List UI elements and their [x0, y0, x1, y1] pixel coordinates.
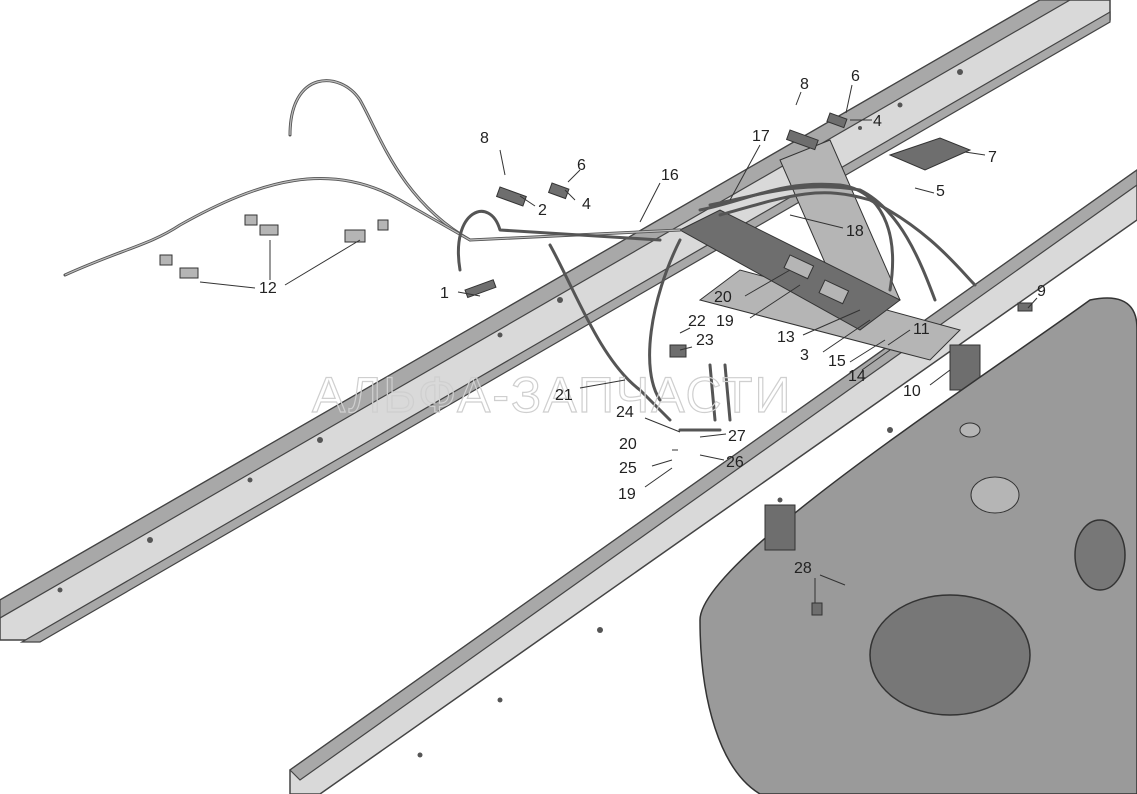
callout-19-lower: 19 [618, 486, 636, 503]
callout-8-right: 8 [800, 76, 809, 93]
callout-14: 14 [848, 368, 866, 385]
callout-15: 15 [828, 353, 846, 370]
callout-4-right: 4 [873, 113, 882, 130]
callout-17: 17 [752, 128, 770, 145]
callout-7: 7 [988, 149, 997, 166]
callout-18: 18 [846, 223, 864, 240]
callout-labels: 1 2 3 4 4 5 6 6 7 8 8 9 10 11 12 13 14 1… [259, 68, 1046, 577]
left-rail-holes [57, 69, 963, 593]
callout-8-left: 8 [480, 130, 489, 147]
callout-21: 21 [555, 387, 573, 404]
right-rail-holes [417, 427, 893, 758]
callout-22: 22 [688, 313, 706, 330]
callout-11: 11 [913, 321, 930, 338]
callout-12: 12 [259, 280, 277, 297]
callout-20-lower: 20 [619, 436, 637, 453]
callout-4-left: 4 [582, 196, 591, 213]
callout-23: 23 [696, 332, 714, 349]
callout-6-right: 6 [851, 68, 860, 85]
fuel-tank [699, 297, 1137, 794]
callout-6-left: 6 [577, 157, 586, 174]
callout-25: 25 [619, 460, 637, 477]
callout-27: 27 [728, 428, 746, 445]
brake-pipes [63, 79, 977, 432]
callout-19-upper: 19 [716, 313, 734, 330]
callout-3: 3 [800, 347, 809, 364]
callout-16: 16 [661, 167, 679, 184]
callout-9: 9 [1037, 283, 1046, 300]
callout-26: 26 [726, 454, 744, 471]
callout-28: 28 [794, 560, 812, 577]
watermark-text: АЛЬФА-ЗАПЧАСТИ [312, 367, 792, 423]
callout-24: 24 [616, 404, 634, 421]
callout-2: 2 [538, 202, 547, 219]
clips-and-hardware [159, 112, 1033, 391]
leader-lines [199, 84, 1038, 603]
callout-5: 5 [936, 183, 945, 200]
callout-10: 10 [903, 383, 921, 400]
callout-20-upper: 20 [714, 289, 732, 306]
callout-1: 1 [440, 285, 449, 302]
callout-13: 13 [777, 329, 795, 346]
